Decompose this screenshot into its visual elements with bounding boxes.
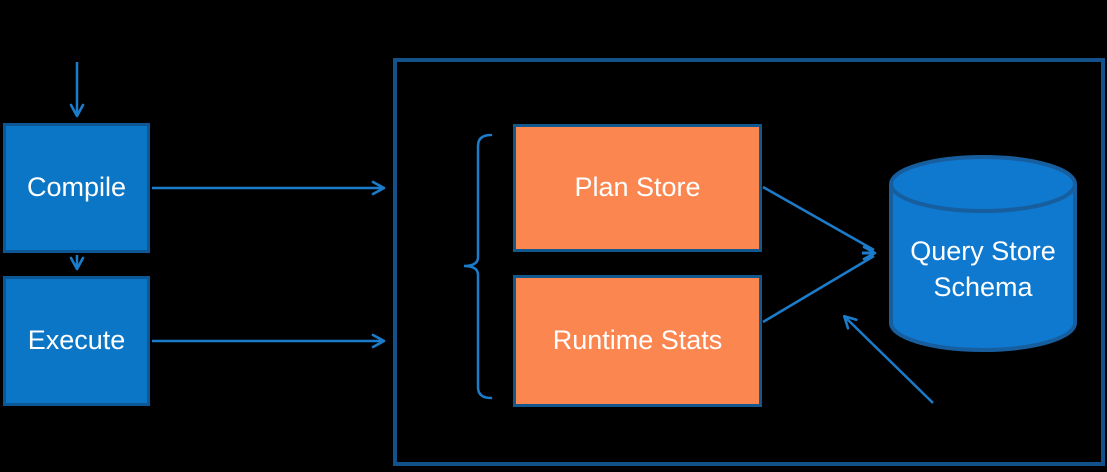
plan-store-label: Plan Store — [574, 172, 701, 203]
plan-store-node: Plan Store — [513, 124, 762, 252]
execute-node: Execute — [3, 276, 150, 406]
runtime-stats-node: Runtime Stats — [513, 275, 762, 407]
query-store-schema-label: Query Store Schema — [910, 236, 1056, 303]
execute-label: Execute — [27, 325, 126, 356]
query-store-container — [393, 58, 1105, 466]
compile-label: Compile — [26, 172, 127, 203]
runtime-stats-label: Runtime Stats — [552, 325, 723, 356]
compile-node: Compile — [3, 123, 150, 253]
